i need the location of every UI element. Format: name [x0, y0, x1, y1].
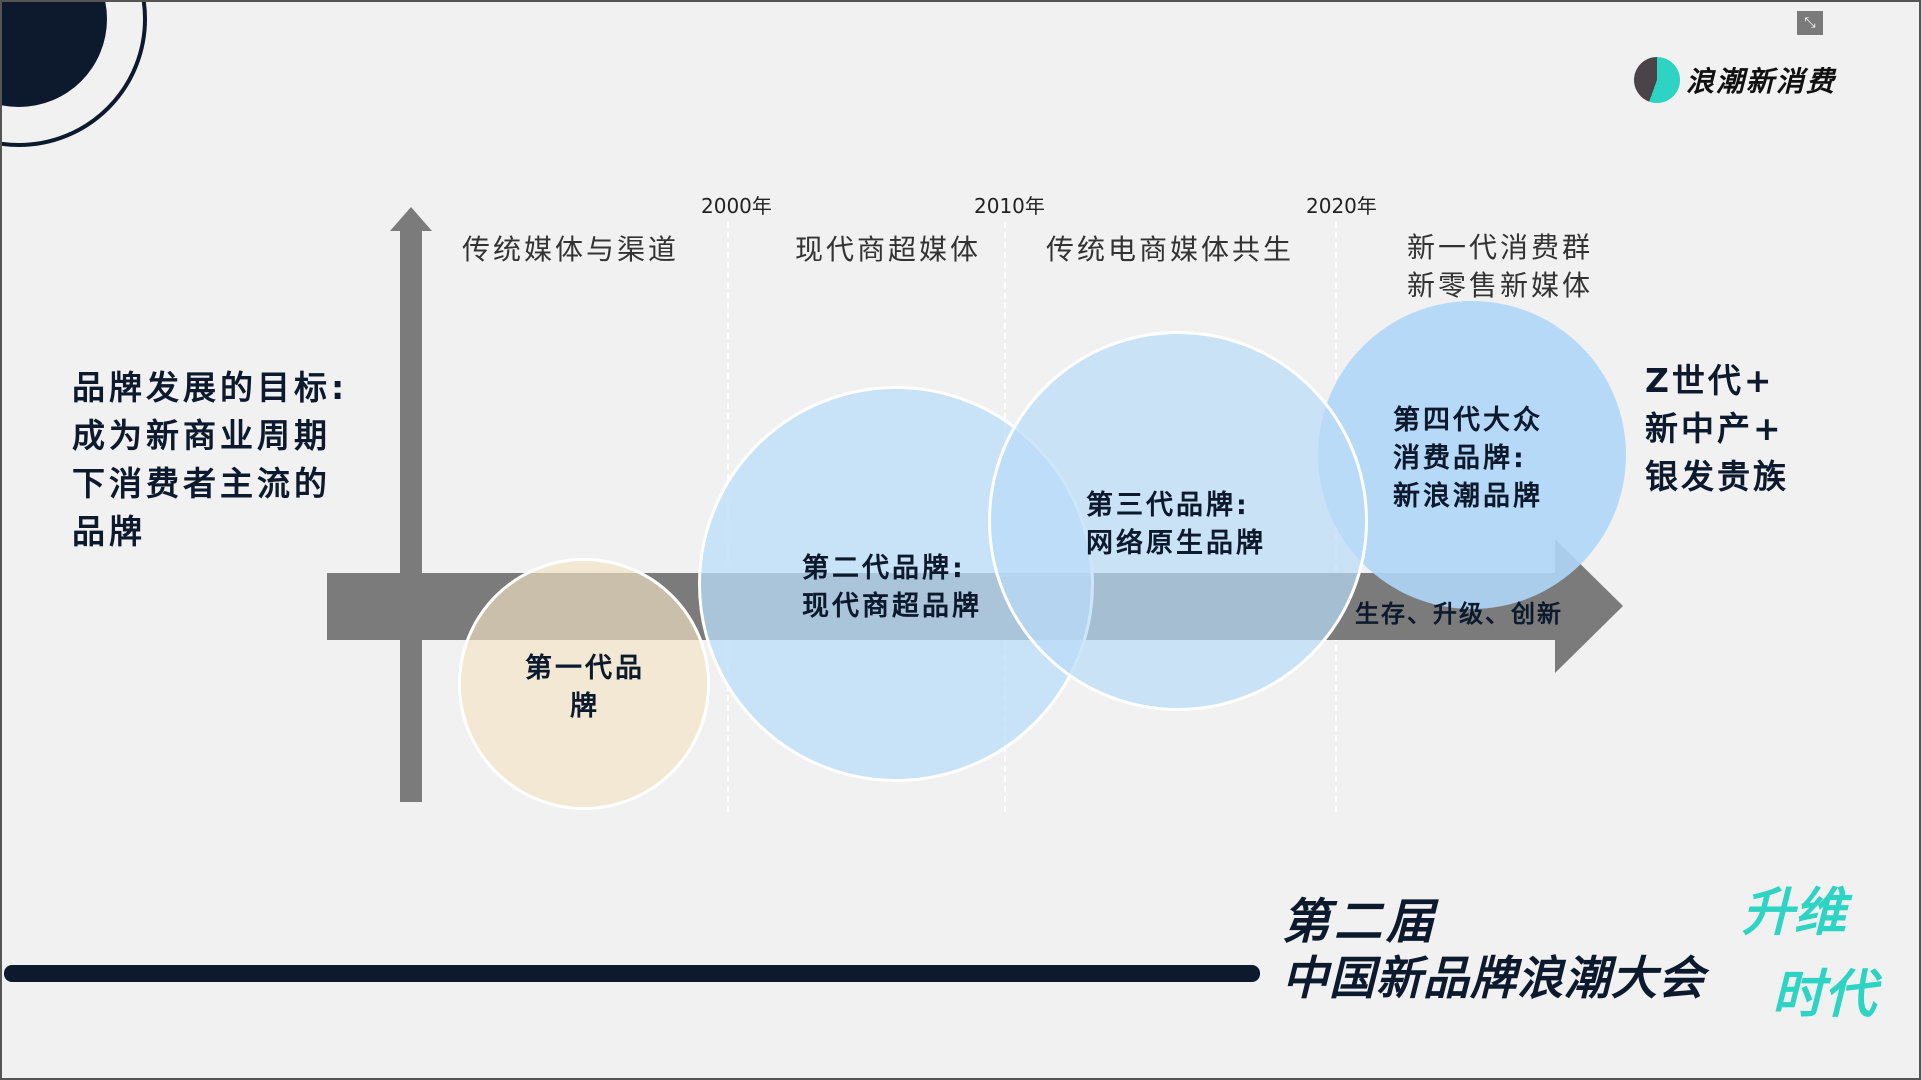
gen2-label: 第二代品牌: 现代商超品牌: [802, 550, 982, 626]
slogan-1: 升维: [1742, 883, 1847, 943]
goal-line: 品牌发展的目标:: [72, 368, 349, 407]
era-label: 传统电商媒体共生: [1046, 233, 1295, 266]
exit-fullscreen-icon[interactable]: ⤡: [1797, 11, 1823, 35]
era-label: 传统媒体与渠道: [462, 233, 680, 266]
era-label: 新一代消费群: [1407, 231, 1594, 264]
vertical-axis-arrow: [400, 230, 422, 802]
logo-mark-icon: [1634, 57, 1680, 103]
corner-ring: [2, 2, 147, 147]
vertical-arrow-head: [390, 207, 432, 231]
gen2-line: 第二代品牌:: [802, 553, 966, 584]
gen3-line: 网络原生品牌: [1086, 528, 1266, 559]
footer-bar: [4, 965, 1260, 982]
corner-circle: [2, 2, 107, 107]
year-label: 2020年: [1306, 194, 1377, 218]
gen1-line: 第一代品: [525, 653, 645, 684]
target-groups: Z世代+ 新中产+ 银发贵族: [1645, 357, 1789, 501]
gen1-line: 牌: [570, 691, 600, 722]
logo: 浪潮新消费: [1634, 57, 1836, 103]
circle-gen1: [458, 558, 710, 810]
gen4-line: 新浪潮品牌: [1393, 481, 1543, 512]
era-label: 现代商超媒体: [795, 233, 982, 266]
era-label: 新零售新媒体: [1407, 269, 1594, 302]
gen3-label: 第三代品牌: 网络原生品牌: [1086, 487, 1266, 563]
footer-title-2: 中国新品牌浪潮大会: [1282, 951, 1705, 1005]
gen1-label: 第一代品 牌: [522, 650, 648, 726]
target-group-line: 银发贵族: [1645, 457, 1789, 496]
year-label: 2010年: [974, 194, 1045, 218]
arrow-label: 生存、升级、创新: [1355, 600, 1563, 628]
circle-gen3: [988, 331, 1368, 711]
goal-line: 下消费者主流的: [72, 464, 331, 503]
corner-decoration: [2, 2, 147, 147]
gen4-label: 第四代大众 消费品牌: 新浪潮品牌: [1393, 402, 1543, 516]
gen4-line: 第四代大众: [1393, 405, 1543, 436]
year-label: 2000年: [701, 194, 772, 218]
gen3-line: 第三代品牌:: [1086, 490, 1250, 521]
gen2-line: 现代商超品牌: [802, 591, 982, 622]
gen4-line: 消费品牌:: [1393, 443, 1527, 474]
logo-text: 浪潮新消费: [1686, 65, 1837, 98]
goal-line: 成为新商业周期: [72, 416, 331, 455]
slogan-2: 时代: [1772, 965, 1877, 1025]
footer-title-1: 第二届: [1282, 894, 1439, 950]
target-group-line: 新中产+: [1645, 409, 1784, 448]
goal-line: 品牌: [72, 512, 146, 551]
goal-text: 品牌发展的目标: 成为新商业周期 下消费者主流的 品牌: [72, 364, 348, 556]
circle-gen4: [1318, 301, 1626, 609]
target-group-line: Z世代+: [1645, 361, 1775, 400]
